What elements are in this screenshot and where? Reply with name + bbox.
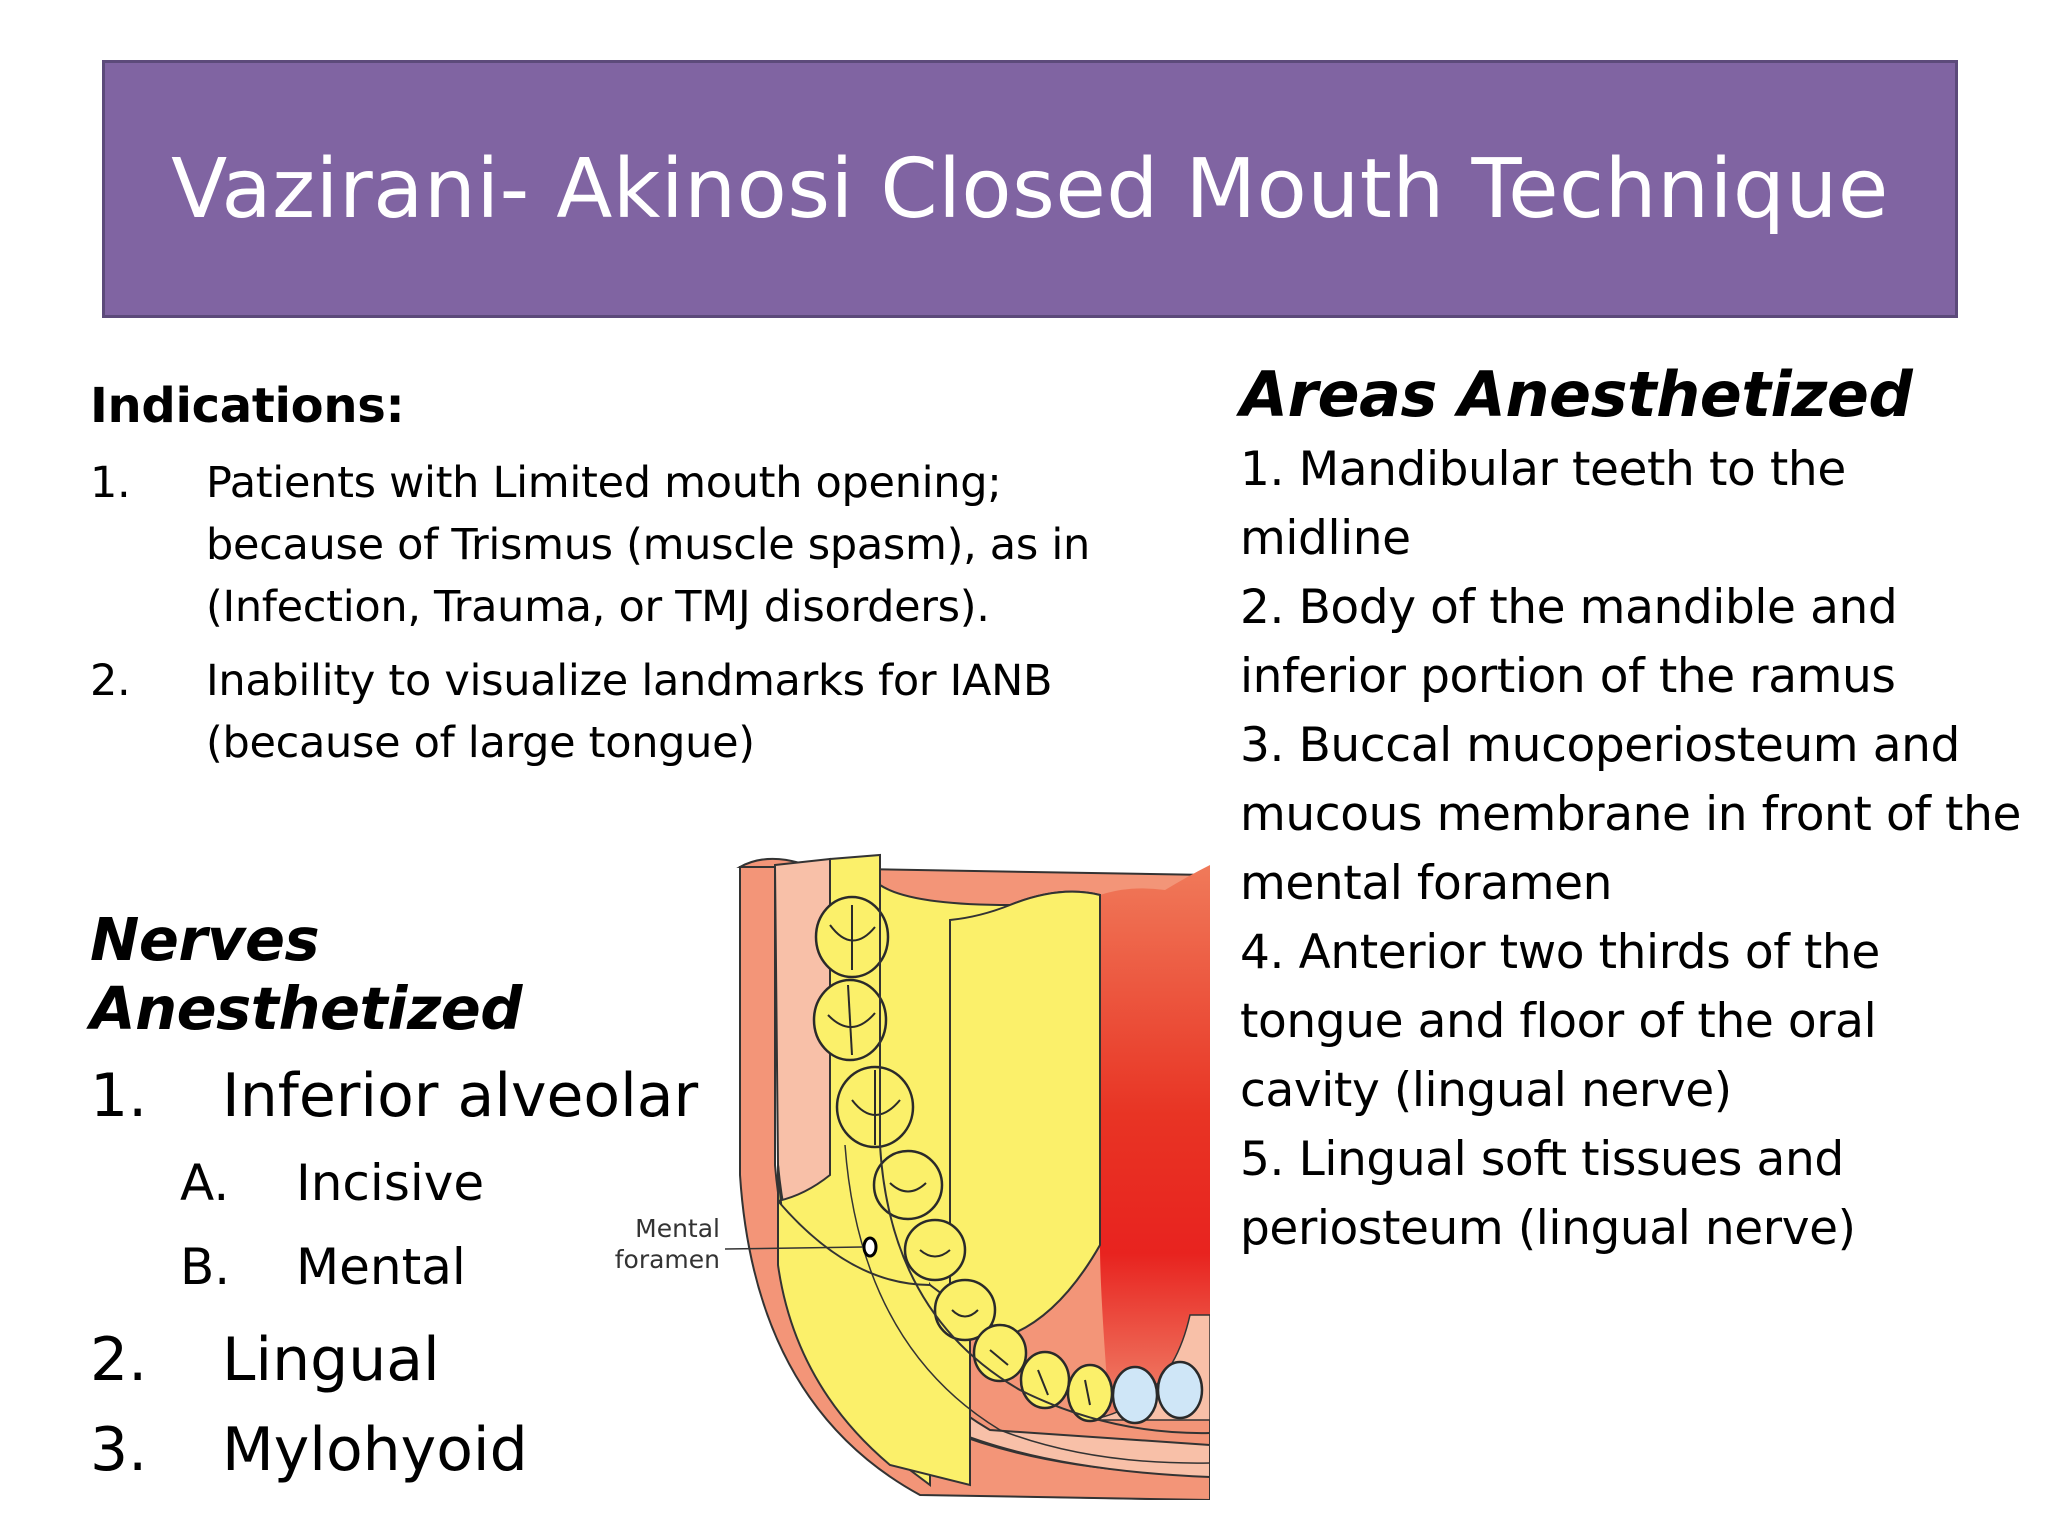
area-item: 2. Body of the mandible and inferior por… xyxy=(1240,580,1898,704)
list-number: 2. xyxy=(90,1325,148,1395)
indications-list: 1. Patients with Limited mouth opening; … xyxy=(90,452,1190,774)
tongue-region xyxy=(1100,865,1210,1420)
label-line: foramen xyxy=(614,1245,720,1274)
label-line: Mental xyxy=(635,1214,720,1243)
indication-item: 1. Patients with Limited mouth opening; … xyxy=(90,452,1190,638)
nerve-item: 2. Lingual xyxy=(90,1319,710,1401)
area-item: 3. Buccal mucoperiosteum and mucous memb… xyxy=(1240,718,2021,911)
title-banner: Vazirani- Akinosi Closed Mouth Technique xyxy=(102,60,1958,318)
indication-item: 2. Inability to visualize landmarks for … xyxy=(90,650,1190,774)
list-text: Inability to visualize landmarks for IAN… xyxy=(206,656,1053,768)
nerves-section: Nerves Anesthetized 1. Inferior alveolar… xyxy=(90,905,710,1491)
mental-foramen-label: Mental foramen xyxy=(590,1213,720,1275)
area-item: 1. Mandibular teeth to the midline xyxy=(1240,442,1846,566)
nerve-sublist: A. Incisive B. Mental xyxy=(90,1141,710,1309)
area-item: 4. Anterior two thirds of the tongue and… xyxy=(1240,925,1880,1118)
list-number: 3. xyxy=(90,1415,148,1485)
list-letter: B. xyxy=(180,1238,231,1296)
list-text: Lingual xyxy=(222,1325,440,1395)
incisor-teeth xyxy=(1111,1360,1204,1425)
list-number: 2. xyxy=(90,656,131,706)
list-number: 1. xyxy=(90,458,131,508)
area-item: 5. Lingual soft tissues and periosteum (… xyxy=(1240,1132,1856,1256)
list-text: Mental xyxy=(296,1238,466,1296)
list-text: Patients with Limited mouth opening; bec… xyxy=(206,458,1090,632)
mandible-illustration xyxy=(724,853,1210,1500)
list-text: Mylohyoid xyxy=(222,1415,528,1485)
list-number: 1. xyxy=(90,1061,148,1131)
mental-foramen-mark xyxy=(862,1236,878,1258)
indications-section: Indications: 1. Patients with Limited mo… xyxy=(90,378,1190,786)
list-text: Inferior alveolar xyxy=(222,1061,699,1131)
nerves-heading: Nerves Anesthetized xyxy=(90,905,523,1043)
areas-heading: Areas Anesthetized xyxy=(1240,358,1913,431)
nerve-subitem: A. Incisive xyxy=(90,1141,710,1225)
nerves-list: 1. Inferior alveolar A. Incisive B. Ment… xyxy=(90,1055,710,1491)
nerve-subitem: B. Mental xyxy=(90,1225,710,1309)
areas-section: Areas Anesthetized 1. Mandibular teeth t… xyxy=(1240,358,2030,1263)
foramen-leader-line xyxy=(724,1246,864,1250)
mandible-diagram: Mental foramen xyxy=(590,845,1210,1500)
nerve-item: 1. Inferior alveolar A. Incisive B. Ment… xyxy=(90,1055,710,1319)
indications-heading: Indications: xyxy=(90,378,405,434)
areas-list: 1. Mandibular teeth to the midline 2. Bo… xyxy=(1240,435,2030,1263)
list-letter: A. xyxy=(180,1154,230,1212)
slide-title: Vazirani- Akinosi Closed Mouth Technique xyxy=(171,141,1889,237)
nerve-item: 3. Mylohyoid xyxy=(90,1409,710,1491)
list-text: Incisive xyxy=(296,1154,485,1212)
